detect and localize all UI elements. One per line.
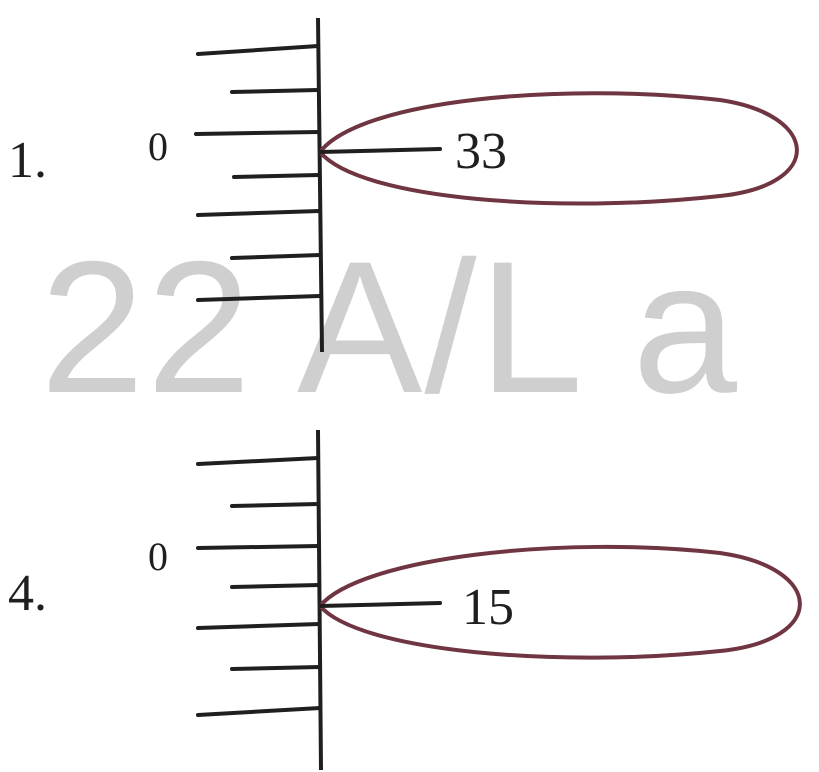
option-1-pointer-label: 33	[455, 123, 507, 180]
option-1-tick	[232, 173, 321, 179]
option-4-pointer-label: 15	[462, 579, 514, 636]
option-4-diagram: 4. 0 15	[8, 429, 802, 771]
option-1-tick	[194, 130, 321, 136]
option-1-tick	[230, 253, 322, 260]
option-1-number: 1.	[8, 132, 47, 189]
option-1-tick	[230, 88, 320, 94]
option-4-tick	[196, 706, 322, 717]
option-1-ellipse	[317, 91, 799, 206]
option-4-tick	[196, 456, 320, 466]
option-4-tick	[196, 544, 321, 550]
option-4-pointer	[318, 601, 442, 608]
watermark-text: 22 A/L a	[40, 222, 739, 432]
option-4-ticks	[196, 456, 322, 717]
option-1-diagram: 1. 0 33	[8, 17, 799, 353]
option-1-ticks	[194, 44, 322, 302]
option-1-tick	[196, 209, 321, 217]
option-1-tick	[196, 44, 320, 56]
option-4-tick	[196, 622, 321, 630]
option-1-pointer	[318, 147, 442, 154]
option-4-tick	[230, 502, 320, 508]
option-4-scale-spine	[316, 429, 323, 771]
option-4-number: 4.	[8, 565, 47, 622]
option-4-ellipse	[317, 544, 802, 660]
option-1-zero-label: 0	[148, 124, 168, 169]
option-4-zero-label: 0	[148, 534, 168, 579]
option-1-tick	[196, 294, 322, 302]
option-4-tick	[230, 583, 321, 589]
option-4-tick	[230, 665, 322, 671]
